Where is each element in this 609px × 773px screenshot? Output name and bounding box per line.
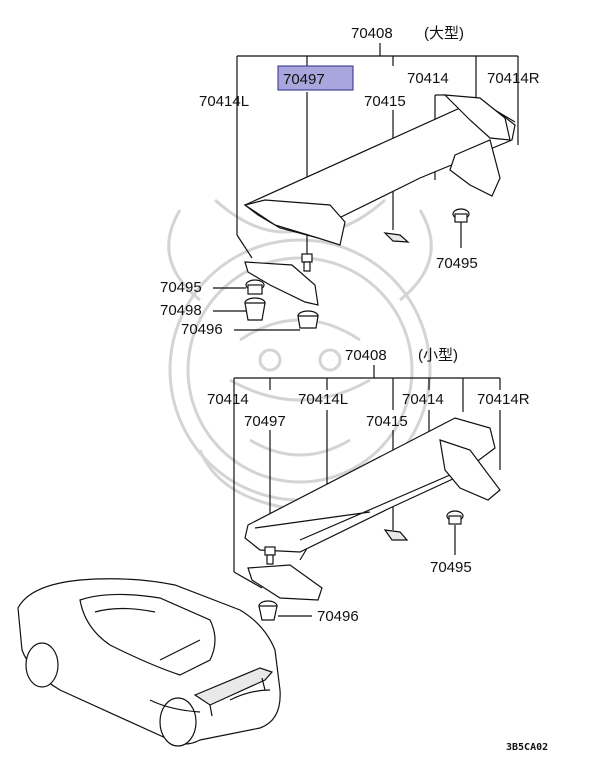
- label-70498-upper[interactable]: 70498: [160, 302, 202, 319]
- small-left-stay: [247, 564, 323, 601]
- large-left-stay: [244, 261, 319, 306]
- car-spoiler: [193, 667, 274, 706]
- large-spoiler-right-endplate: [443, 94, 511, 141]
- lower-assembly-number: 70408: [345, 347, 387, 364]
- upper-assembly: 70408 (大型) 70497 70414L 70415 70414 7041…: [160, 25, 540, 338]
- label-70414-lower-left[interactable]: 70414: [207, 391, 249, 408]
- label-70497-lower[interactable]: 70497: [244, 413, 286, 430]
- nut-icon: [245, 279, 265, 295]
- small-spoiler-wing: [244, 417, 496, 553]
- label-70495-upper-right[interactable]: 70495: [436, 255, 478, 272]
- label-70497-highlighted[interactable]: 70497: [283, 71, 325, 88]
- large-spoiler-left-endplate: [243, 199, 346, 246]
- small-right-stay: [439, 439, 501, 501]
- car-illustration: [17, 578, 281, 747]
- label-70415-upper[interactable]: 70415: [364, 93, 406, 110]
- nut-icon: [446, 510, 464, 525]
- bolt-icon: [264, 546, 276, 565]
- label-70414r-lower[interactable]: 70414R: [477, 391, 530, 408]
- label-70495-upper-left[interactable]: 70495: [160, 279, 202, 296]
- upper-assembly-size: (大型): [424, 25, 464, 42]
- lower-assembly: 70408 (小型) 70414 70497 70414L 70415 7041…: [207, 347, 530, 625]
- label-70414l-upper[interactable]: 70414L: [199, 93, 249, 110]
- highlighted-part-box[interactable]: [277, 65, 354, 91]
- upper-assembly-number: 70408: [351, 25, 393, 42]
- clip-icon: [297, 310, 319, 329]
- clip-icon: [258, 600, 278, 621]
- diagram-code: 3B5CA02: [506, 742, 548, 753]
- label-70495-lower[interactable]: 70495: [430, 559, 472, 576]
- large-right-stay: [449, 139, 501, 197]
- nut-icon: [452, 208, 470, 223]
- label-70414-upper[interactable]: 70414: [407, 70, 449, 87]
- label-70414r-upper[interactable]: 70414R: [487, 70, 540, 87]
- small-pad: [383, 529, 409, 541]
- bolt-icon: [301, 253, 313, 272]
- grommet-icon: [244, 297, 266, 321]
- label-70496-lower[interactable]: 70496: [317, 608, 359, 625]
- label-70415-lower[interactable]: 70415: [366, 413, 408, 430]
- label-70414l-lower[interactable]: 70414L: [298, 391, 348, 408]
- label-70414-lower-right[interactable]: 70414: [402, 391, 444, 408]
- lower-assembly-size: (小型): [418, 347, 458, 364]
- large-pad: [383, 232, 410, 243]
- label-70496-upper[interactable]: 70496: [181, 321, 223, 338]
